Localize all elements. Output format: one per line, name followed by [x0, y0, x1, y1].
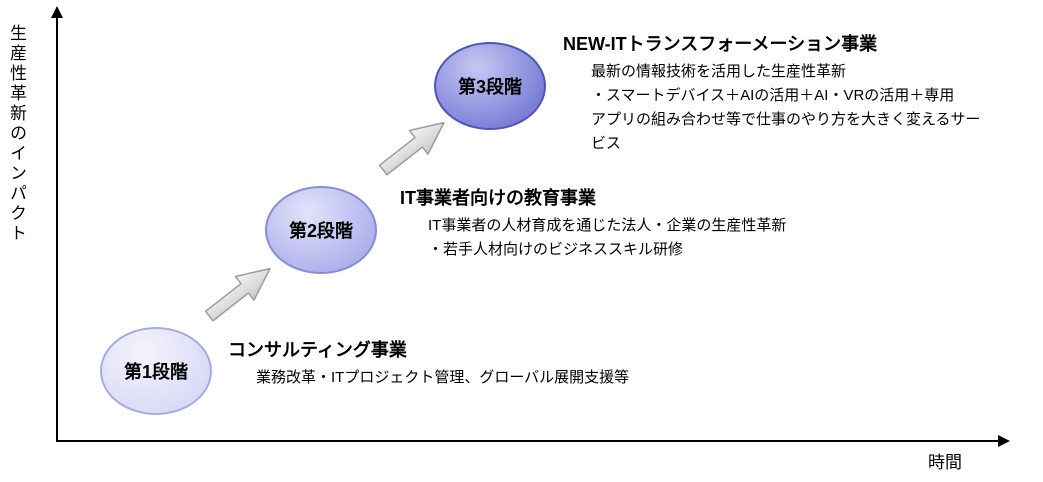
x-axis-arrowhead-icon: [998, 435, 1010, 447]
stage-description-line: 最新の情報技術を活用した生産性革新: [591, 63, 847, 80]
stage-description-line: IT事業者の人材育成を通じた法人・企業の生産性革新: [428, 217, 787, 234]
stage-1-label: 第1段階: [123, 362, 188, 382]
stage-1-description: コンサルティング事業 業務改革・ITプロジェクト管理、グローバル展開支援等: [228, 336, 629, 390]
stage-2-desc-lines: IT事業者の人材育成を通じた法人・企業の生産性革新 ・若手人材向けのビジネススキ…: [400, 214, 786, 262]
stage-3-label: 第3段階: [457, 77, 522, 97]
stage-description-line: ・スマートデバイス＋AIの活用＋AI・VRの活用＋専用: [591, 87, 955, 104]
stage-1-title: コンサルティング事業: [228, 340, 407, 360]
stage-2-label: 第2段階: [288, 221, 353, 241]
stage-3-badge: 第3段階: [434, 42, 546, 130]
stage-description-line: 業務改革・ITプロジェクト管理、グローバル展開支援等: [256, 369, 630, 386]
stage-3-title: NEW-ITトランスフォーメーション事業: [563, 34, 878, 54]
stage-3-description: NEW-ITトランスフォーメーション事業 最新の情報技術を活用した生産性革新 ・…: [563, 30, 981, 156]
step-arrow-2-icon: [378, 121, 445, 176]
stage-2-badge: 第2段階: [265, 186, 377, 274]
stage-description-line: アプリの組み合わせ等で仕事のやり方を大きく変えるサー: [591, 111, 981, 128]
stage-description-line: ビス: [591, 135, 622, 152]
stage-2-description: IT事業者向けの教育事業 IT事業者の人材育成を通じた法人・企業の生産性革新 ・…: [400, 184, 786, 262]
step-arrow-1-icon: [204, 267, 271, 322]
y-axis-line: [56, 16, 58, 442]
stage-description-line: ・若手人材向けのビジネススキル研修: [428, 241, 684, 258]
y-axis-label: 生産性革新のインパクト: [7, 24, 26, 244]
y-axis-arrowhead-icon: [51, 6, 63, 18]
stage-3-desc-lines: 最新の情報技術を活用した生産性革新 ・スマートデバイス＋AIの活用＋AI・VRの…: [563, 60, 981, 156]
x-axis-line: [56, 440, 1002, 442]
x-axis-label: 時間: [928, 453, 962, 472]
stage-1-badge: 第1段階: [100, 327, 212, 415]
stage-1-desc-lines: 業務改革・ITプロジェクト管理、グローバル展開支援等: [228, 366, 629, 390]
stage-2-title: IT事業者向けの教育事業: [400, 188, 596, 208]
